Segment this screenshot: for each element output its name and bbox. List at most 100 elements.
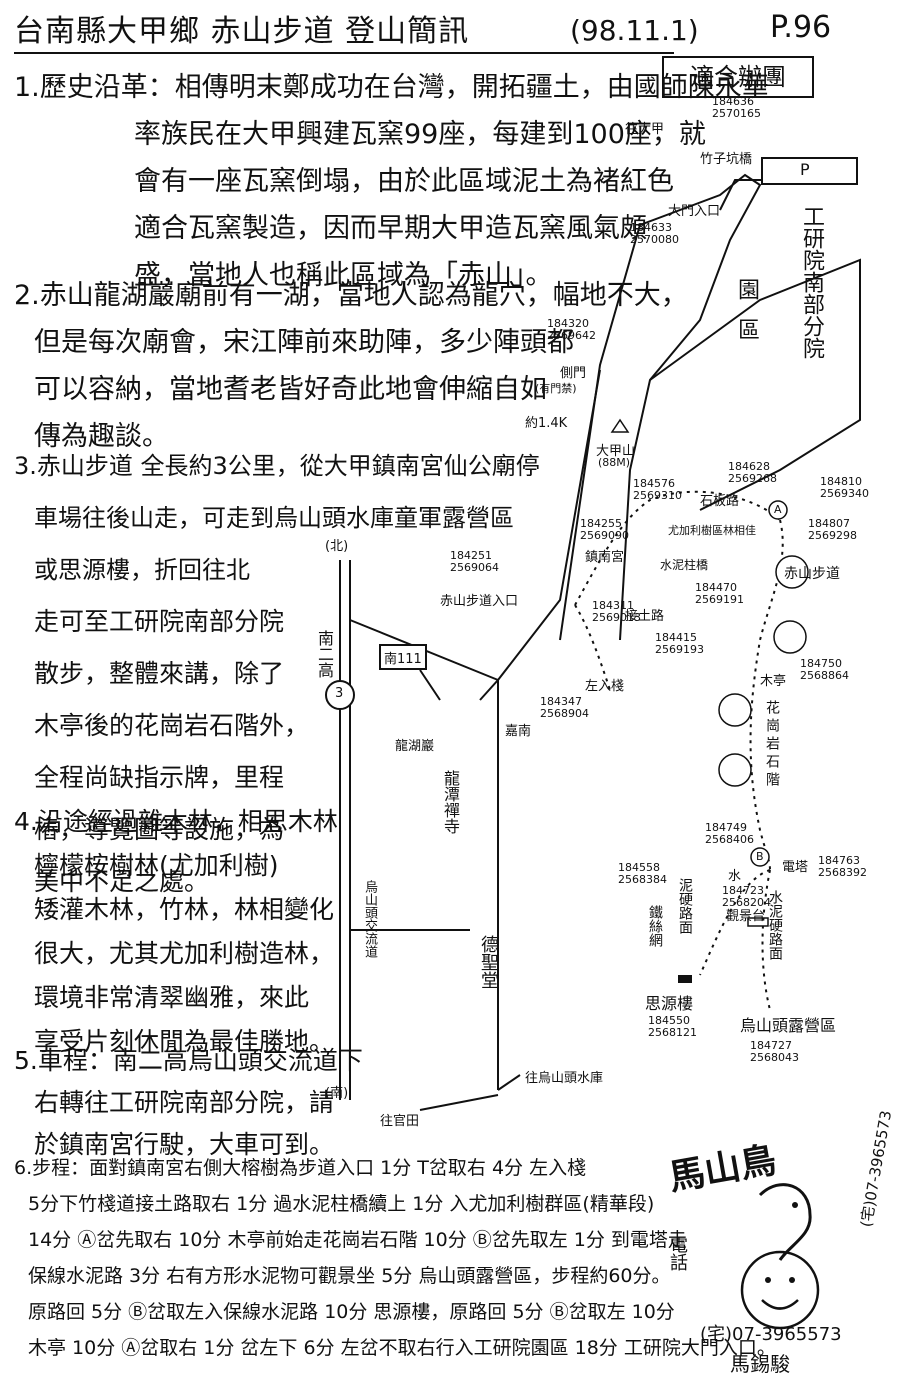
longtan-label: 龍潭禪寺 <box>441 770 460 834</box>
history-line: 1.歷史沿革：相傳明末鄭成功在台灣，開拓疆土，由國師陳永華 <box>14 72 769 103</box>
history-line: 盛，當地人也稱此區域為「赤山」。 <box>134 260 553 291</box>
cement-road-left-label: 泥硬路面 <box>677 878 693 934</box>
coordinate-label: 184763 2568392 <box>818 854 867 879</box>
jianan-label: 嘉南 <box>505 724 532 739</box>
page-date: (98.11.1) <box>570 14 699 47</box>
pavilion-label: 木亭 <box>760 674 787 689</box>
coordinate-label: 184255 2569090 <box>580 517 629 542</box>
camp-label: 烏山頭露營區 <box>740 1016 837 1035</box>
phone-label: 電話 <box>667 1235 688 1271</box>
itri-label: 工研院南部分院 <box>799 205 824 359</box>
longhu-label: 龍湖巖 <box>395 739 435 754</box>
walk-line: 保線水泥路 3分 右有方形水泥物可觀景坐 5分 烏山頭露營區，步程約60分。 <box>28 1265 671 1287</box>
stone-path-label: 石板路 <box>700 494 740 509</box>
forest-line: 環境非常清翠幽雅，來此 <box>34 983 310 1012</box>
drive-line: 於鎮南宮行駛，大車可到。 <box>34 1130 335 1159</box>
trail-line: 樁，導覽圖等設施，為 <box>34 815 285 844</box>
cement-road-right-label: 水泥硬路面 <box>767 890 783 960</box>
trail-name-circle <box>718 693 752 727</box>
walk-line: 6.步程：面對鎮南宮右側大榕樹為步道入口 1分 T岔取右 4分 左入棧 <box>14 1157 587 1179</box>
forest-line: 4.沿途經過雜木林，相思木林 <box>14 807 338 836</box>
author-name: 馬錫駿 <box>730 1352 790 1376</box>
park-boundary-east <box>649 258 861 511</box>
coordinate-label: 184636 2570165 <box>712 95 761 120</box>
header-underline <box>14 52 674 54</box>
freeway-exit-badge <box>325 680 355 710</box>
zhennan-temple-label: 鎮南宮 <box>585 550 625 565</box>
siyuan-marker-icon <box>678 975 692 983</box>
trail-line: 散步，整體來講，除了 <box>34 659 285 688</box>
to-reservoir-label: 往烏山頭水庫 <box>525 1071 604 1086</box>
smiley-face-icon <box>740 1250 820 1330</box>
suitable-for-group-box: 適合辦團 <box>662 56 814 98</box>
history-line: 率族民在大甲興建瓦窯99座，每建到100座，就 <box>134 119 706 150</box>
coordinate-label: 184470 2569191 <box>695 581 744 606</box>
forest-line: 矮灌木林，竹林，林相變化 <box>34 895 335 924</box>
trail-line: 美中不足之處。 <box>34 867 210 896</box>
side-gate-label: 側門 <box>560 366 587 381</box>
dirt-path-label: 接土路 <box>625 609 665 624</box>
drive-line: 右轉往工研院南部分院，請 <box>34 1088 335 1117</box>
section-longhu: 2.赤山龍湖巖廟前有一湖，當地人認為龍穴，幅地不大， 但是每次廟會，宋江陣前來助… <box>14 272 688 460</box>
trail-line: 3.赤山步道 全長約3公里，從大甲鎮南宮仙公廟停 <box>14 452 540 480</box>
gate-road <box>719 179 765 211</box>
road-to-guantian <box>419 1094 499 1111</box>
nan111-box <box>379 644 427 670</box>
coordinate-label: 184320 2569642 <box>547 317 596 342</box>
park-label: 園區 <box>734 278 759 358</box>
coordinate-label: 184558 2568384 <box>618 861 667 886</box>
parking-box <box>761 157 858 185</box>
coordinate-label: 184347 2568904 <box>540 695 589 720</box>
trail-name-circle <box>718 753 752 787</box>
exit-number: 3 <box>335 686 344 701</box>
section-trail-narrow: 走可至工研院南部分院 散步，整體來講，除了 木亭後的花崗岩石階外， 全程尚缺指示… <box>34 596 309 908</box>
viewing-point-label: 觀景台 <box>726 909 766 924</box>
coordinate-label: 184810 2569340 <box>820 475 869 500</box>
trail-siyuan <box>699 869 771 976</box>
interchange-label: 烏山頭交流道 <box>362 880 377 958</box>
walk-line: 5分下竹棧道接土路取右 1分 過水泥柱橋續上 1分 入尤加利樹群區(精華段) <box>28 1193 655 1215</box>
history-line: 適合瓦窯製造，因而早期大甲造瓦窯風氣頗 <box>134 213 647 244</box>
smiley-eye-icon <box>789 1277 795 1283</box>
trail-line: 全程尚缺指示牌，里程 <box>34 763 285 792</box>
forest-line: 檸檬桉樹林(尤加利樹) <box>34 851 279 880</box>
road-to-reservoir <box>497 1074 521 1091</box>
coordinate-label: 184415 2569193 <box>655 631 704 656</box>
bamboo-bridge-label: 竹子坑橋 <box>700 152 753 167</box>
trail-name-circle <box>775 555 809 589</box>
longhu-line: 但是每次廟會，宋江陣前來助陣，多少陣頭都 <box>34 327 574 358</box>
page-number: P.96 <box>770 10 832 45</box>
summit-triangle-icon <box>610 418 630 433</box>
walk-line: 14分 Ⓐ岔先取右 10分 木亭前始走花崗岩石階 10分 Ⓑ岔先取左 1分 到電… <box>28 1229 687 1251</box>
coordinate-label: 184807 2569298 <box>808 517 857 542</box>
pylon-label: 電塔 <box>782 860 809 875</box>
siyuan-building-label: 思源樓 <box>645 994 694 1013</box>
longhu-line: 可以容納，當地耆老皆好奇此地會伸縮自如 <box>34 374 547 405</box>
park-boundary <box>559 173 762 641</box>
trail-entrance-label: 赤山步道入口 <box>440 594 519 609</box>
distance-label: 約1.4K <box>525 416 568 431</box>
horse-eye-icon <box>792 1202 798 1208</box>
page-title: 台南縣大甲鄉 赤山步道 登山簡訊 <box>14 14 470 49</box>
trail-name-circle <box>773 620 807 654</box>
side-gate-note: (有門禁) <box>535 382 577 395</box>
to-dajia-label: 往大甲 <box>625 122 665 137</box>
junction-b-label: B <box>756 850 764 863</box>
south-label: (南) <box>325 1086 349 1101</box>
nan111-branch <box>419 669 441 701</box>
smiley-eye-icon <box>765 1277 771 1283</box>
coordinate-label: 184628 2569268 <box>728 460 777 485</box>
coordinate-label: 184633 2570080 <box>630 221 679 246</box>
desheng-label: 德聖堂 <box>478 935 499 989</box>
left-plank-label: 左入棧 <box>585 679 625 694</box>
parking-label: P <box>800 160 810 179</box>
water-label: 水 <box>728 869 742 884</box>
trail-line: 或思源樓，折回往北 <box>34 556 250 584</box>
coordinate-label: 184723 2568204 <box>722 884 771 909</box>
section-drive: 5.車程：南二高烏山頭交流道下 右轉往工研院南部分院，請 於鎮南宮行駛，大車可到… <box>14 1040 363 1166</box>
eucalyptus-area-label: 尤加利樹區林相佳 <box>668 524 756 537</box>
access-road <box>497 369 601 681</box>
viewing-point-icon <box>747 917 769 927</box>
walk-line: 原路回 5分 Ⓑ岔取左入保線水泥路 10分 思源樓，原路回 5分 Ⓑ岔取左 10… <box>28 1301 675 1323</box>
